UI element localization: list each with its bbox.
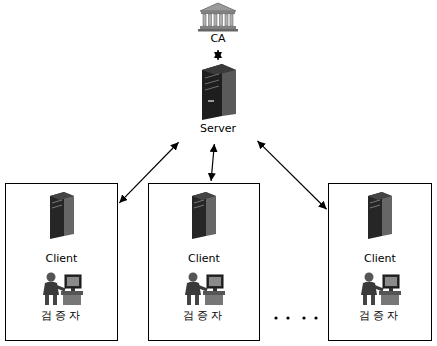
role-label: 검증자 xyxy=(183,309,225,322)
server-icon xyxy=(188,62,248,122)
role-label: 검증자 xyxy=(41,309,83,322)
person-icon xyxy=(39,271,85,307)
ellipsis-dots xyxy=(274,316,317,319)
connector-arrow xyxy=(211,144,214,181)
node-label: Server xyxy=(200,122,236,135)
client-box: Client 검증자 xyxy=(5,183,118,341)
connector-arrow xyxy=(257,141,326,209)
client-icon xyxy=(44,190,80,240)
person-icon xyxy=(357,271,403,307)
role-label: 검증자 xyxy=(359,309,401,322)
node-label: Client xyxy=(364,252,396,265)
node-label: Client xyxy=(188,252,220,265)
node-label: CA xyxy=(210,32,225,45)
client-icon xyxy=(362,190,398,240)
connector-arrow xyxy=(217,50,218,60)
client-box: Client 검증자 xyxy=(328,183,432,341)
server-node: Server xyxy=(180,62,256,142)
bank-icon xyxy=(196,2,240,32)
person-icon xyxy=(181,271,227,307)
node-label: Client xyxy=(46,252,78,265)
client-box: Client 검증자 xyxy=(148,183,260,341)
client-icon xyxy=(186,190,222,240)
ca-node: CA xyxy=(193,2,243,48)
